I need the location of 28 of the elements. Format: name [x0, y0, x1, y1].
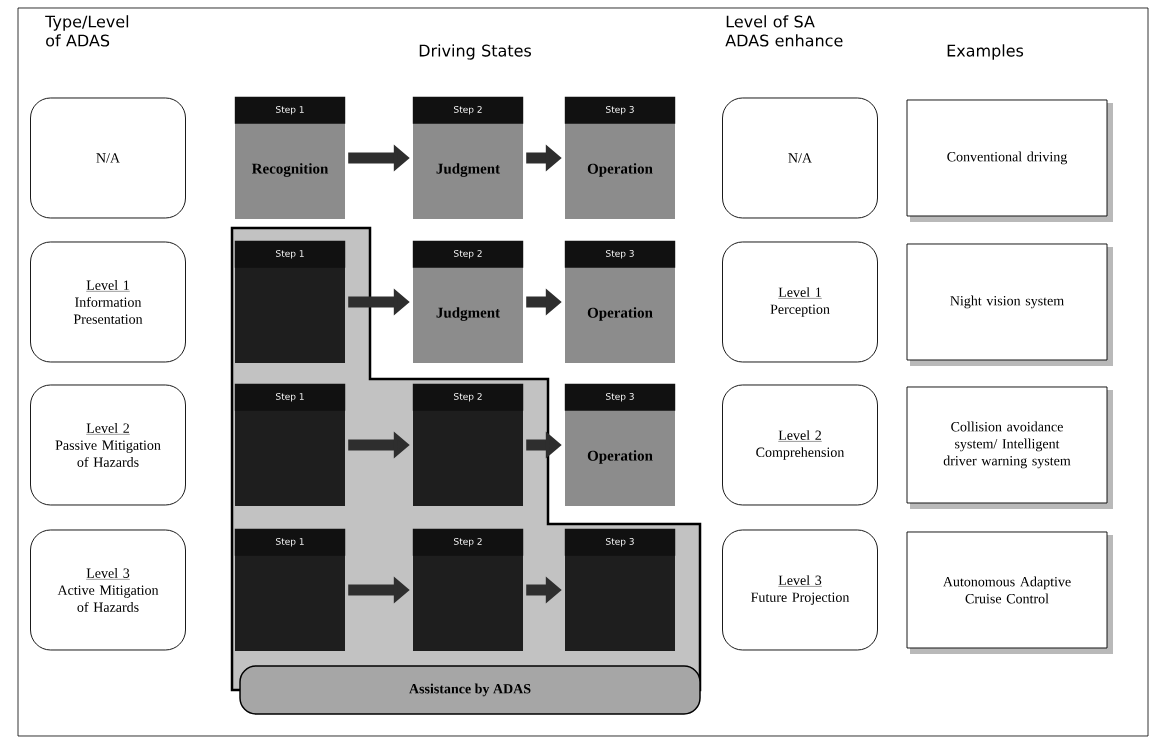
column-heading: Level of SA ADAS enhance — [725, 15, 843, 47]
step-box: Step 2 Judgment — [412, 96, 524, 219]
level-box: Level 1 Perception — [722, 241, 878, 363]
example-box: Conventional driving — [906, 99, 1113, 222]
level-box: Level 2 Passive Mitigation of Hazards — [30, 384, 186, 506]
step-box: Step 2 Judgment — [412, 240, 524, 363]
column-heading: Examples — [947, 44, 1024, 60]
example-box: Autonomous Adaptive Cruise Control — [906, 531, 1113, 654]
example-box: Collision avoidance system/ Intelligent driver warning system — [906, 386, 1113, 509]
level-box: Level 3 Active Mitigation of Hazards — [30, 529, 186, 651]
level-box: Level 1 Information Presentation — [30, 241, 186, 363]
step-box: Step 1 — [234, 528, 346, 651]
step-box: Step 2 — [412, 383, 524, 506]
step-box: Step 3 — [564, 528, 676, 651]
example-box: Night vision system — [906, 243, 1113, 366]
level-box: Level 3 Future Projection — [722, 529, 878, 651]
level-box: Level 2 Comprehension — [722, 384, 878, 506]
step-box: Step 1 — [234, 383, 346, 506]
step-box: Step 1 Recognition — [234, 96, 346, 219]
step-box: Step 3 Operation — [564, 240, 676, 363]
level-box: N/A — [722, 97, 878, 219]
step-box: Step 3 Operation — [564, 96, 676, 219]
step-box: Step 3 Operation — [564, 383, 676, 506]
step-box: Step 1 — [234, 240, 346, 363]
column-heading: Driving States — [419, 44, 532, 60]
column-heading: Type/Level of ADAS — [45, 15, 129, 47]
level-box: N/A — [30, 97, 186, 219]
step-box: Step 2 — [412, 528, 524, 651]
